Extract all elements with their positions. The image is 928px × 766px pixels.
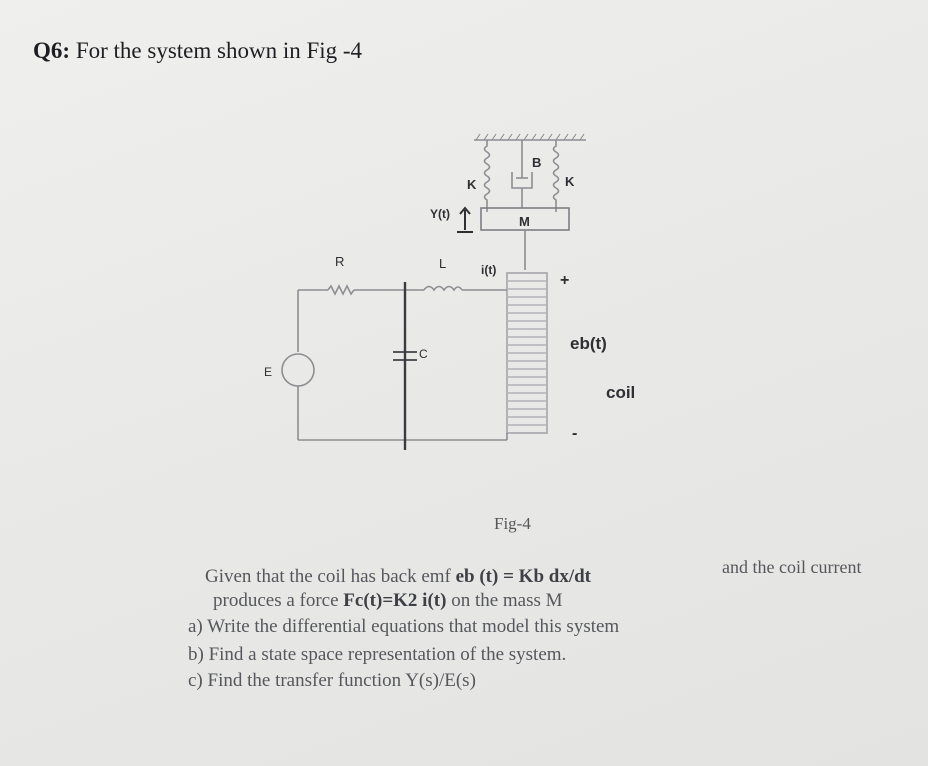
given-line: Given that the coil has back emf eb (t) … [205, 566, 591, 588]
label-current: i(t) [481, 263, 496, 277]
emf-formula: eb (t) = Kb dx/dt [455, 566, 592, 587]
produces-suffix: on the mass M [446, 590, 563, 611]
label-inductor: L [439, 256, 446, 271]
label-back-emf: eb(t) [570, 334, 607, 353]
question-item-a: a) Write the differential equations that… [188, 616, 620, 637]
question-number: Q6: [33, 38, 71, 63]
label-capacitor: C [419, 347, 428, 361]
force-line: produces a force Fc(t)=K2 i(t) on the ma… [213, 590, 563, 612]
label-source: E [264, 365, 272, 379]
force-formula: Fc(t)=K2 i(t) [343, 590, 447, 611]
given-suffix: and the coil current [722, 557, 862, 577]
label-plus: + [560, 272, 569, 289]
label-minus: - [572, 425, 577, 442]
label-spring-right: K [565, 174, 575, 189]
question-item-b: b) Find a state space representation of … [188, 644, 567, 665]
label-mass: M [519, 214, 530, 229]
label-displacement: Y(t) [430, 207, 450, 221]
question-title: Q6: For the system shown in Fig -4 [33, 38, 362, 64]
label-resistor: R [335, 254, 344, 269]
given-prefix: Given that the coil has back emf [205, 566, 456, 587]
label-damper: B [532, 155, 541, 170]
label-coil: coil [606, 383, 635, 402]
produces-prefix: produces a force [213, 590, 344, 611]
figure-caption: Fig-4 [494, 514, 531, 533]
question-text: For the system shown in Fig -4 [75, 38, 363, 63]
question-item-c: c) Find the transfer function Y(s)/E(s) [188, 670, 476, 691]
label-spring-left: K [467, 177, 477, 192]
